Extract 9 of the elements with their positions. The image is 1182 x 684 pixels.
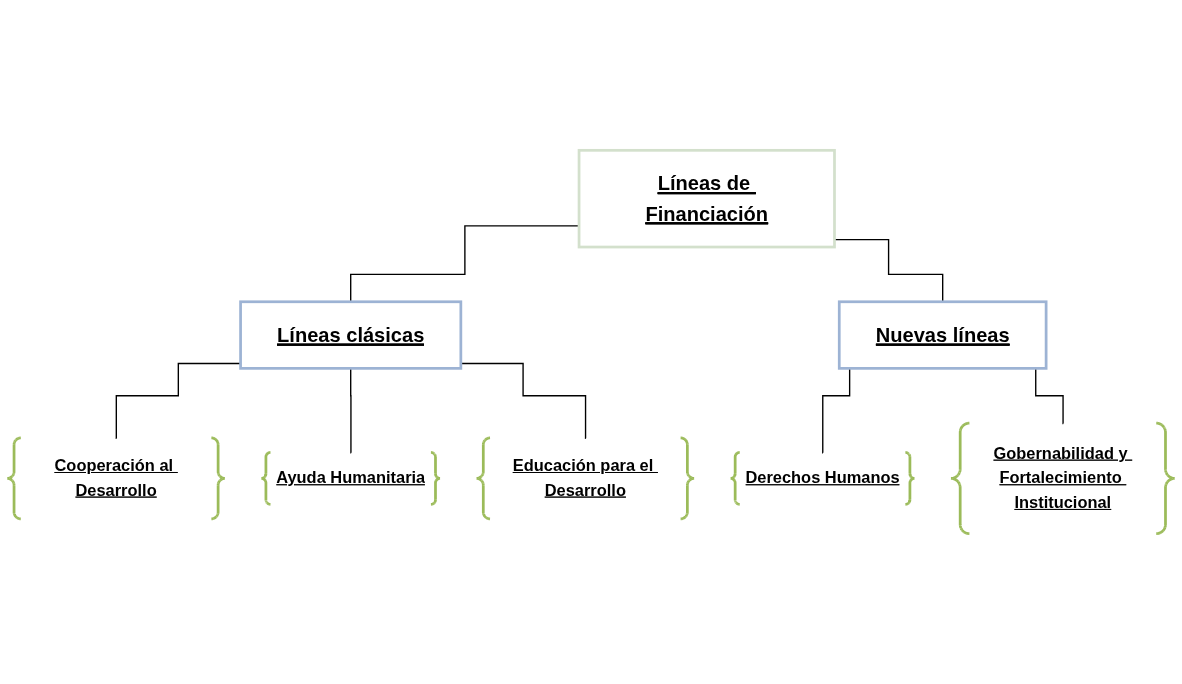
node-text: Cooperación al Desarrollo	[54, 456, 174, 500]
node-box: Líneas de Financiación	[577, 148, 836, 249]
connector	[460, 362, 587, 439]
node-text: Educación para el Desarrollo	[512, 456, 654, 500]
node-text: Ayuda Humanitaria	[276, 468, 426, 488]
node-text: Gobernabilidad y Fortalecimiento Institucional	[993, 444, 1128, 512]
node-box: Nuevas líneas	[837, 300, 1048, 370]
node-box: Líneas clásicas	[239, 300, 463, 370]
node-text: Derechos Humanos	[745, 468, 900, 488]
